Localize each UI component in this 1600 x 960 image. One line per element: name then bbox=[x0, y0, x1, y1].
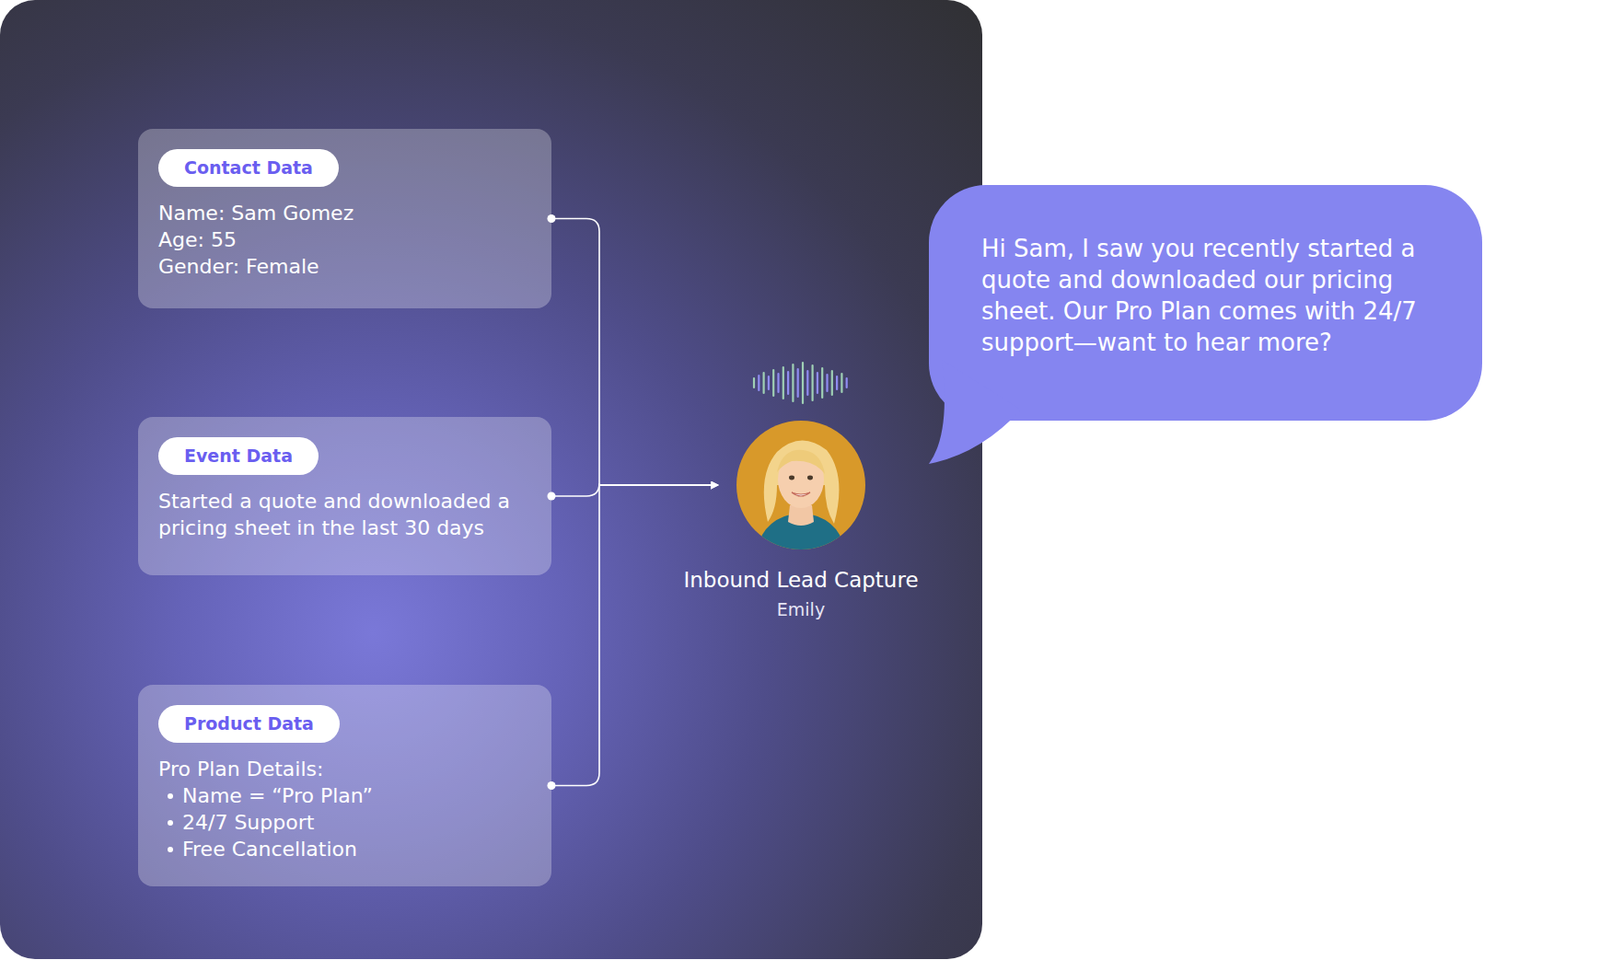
detail-text: Name: Sam Gomez bbox=[158, 199, 532, 227]
avatar-illustration bbox=[736, 420, 866, 550]
wave-bar bbox=[757, 375, 760, 391]
wave-bar bbox=[753, 378, 755, 388]
detail-text: Pro Plan Details: bbox=[158, 755, 532, 783]
detail-text: Gender: Female bbox=[158, 253, 532, 280]
detail-text: Age: 55 bbox=[158, 226, 532, 254]
wave-bar bbox=[772, 370, 775, 396]
bullet-item: Free Cancellation bbox=[158, 835, 532, 863]
voice-waveform bbox=[750, 359, 852, 407]
wave-bar bbox=[840, 373, 843, 393]
bullet-text: 24/7 Support bbox=[182, 811, 314, 835]
wave-bar bbox=[801, 362, 804, 404]
connector-line bbox=[551, 483, 719, 497]
bullet-text: Name = “Pro Plan” bbox=[182, 784, 373, 808]
wave-bar bbox=[767, 376, 770, 390]
wave-bar bbox=[776, 373, 779, 393]
wave-bar bbox=[762, 372, 765, 394]
bullet-text: Free Cancellation bbox=[182, 837, 358, 861]
wave-bar bbox=[791, 364, 794, 402]
message-text: Hi Sam, I saw you recently started a quo… bbox=[981, 232, 1446, 359]
wave-bar bbox=[831, 371, 834, 395]
agent-name: Emily bbox=[681, 597, 921, 622]
wave-bar bbox=[811, 365, 813, 401]
connector-line bbox=[551, 485, 719, 787]
wave-bar bbox=[782, 367, 785, 399]
wave-bar bbox=[825, 374, 828, 392]
product-data-box: Product DataPro Plan Details:Name = “Pro… bbox=[138, 684, 552, 887]
wave-bar bbox=[846, 378, 848, 388]
wave-bar bbox=[787, 371, 789, 395]
wave-bar bbox=[835, 376, 838, 390]
connector-line bbox=[551, 219, 719, 487]
section-tag: Contact Data bbox=[158, 149, 339, 187]
speech-bubble: Hi Sam, I saw you recently started a quo… bbox=[928, 185, 1483, 421]
wave-bar bbox=[821, 368, 824, 398]
wave-bar bbox=[797, 369, 800, 397]
wave-bar bbox=[806, 371, 809, 395]
event-data-box: Event DataStarted a quote and downloaded… bbox=[138, 417, 552, 576]
agent-role: Inbound Lead Capture bbox=[681, 566, 921, 594]
bullet-dot bbox=[167, 793, 174, 800]
wave-bar bbox=[816, 372, 819, 394]
detail-text: Started a quote and downloaded a pricing… bbox=[158, 487, 532, 542]
section-tag: Product Data bbox=[158, 705, 340, 743]
section-tag: Event Data bbox=[158, 437, 319, 476]
bullet-item: Name = “Pro Plan” bbox=[158, 782, 532, 810]
bullet-dot bbox=[167, 846, 174, 853]
bullet-dot bbox=[167, 820, 174, 826]
avatar-circle bbox=[736, 420, 866, 550]
agent-avatar: Inbound Lead CaptureEmily bbox=[681, 420, 921, 622]
bullet-item: 24/7 Support bbox=[158, 809, 532, 836]
contact-data-box: Contact DataName: Sam GomezAge: 55Gender… bbox=[138, 128, 552, 309]
